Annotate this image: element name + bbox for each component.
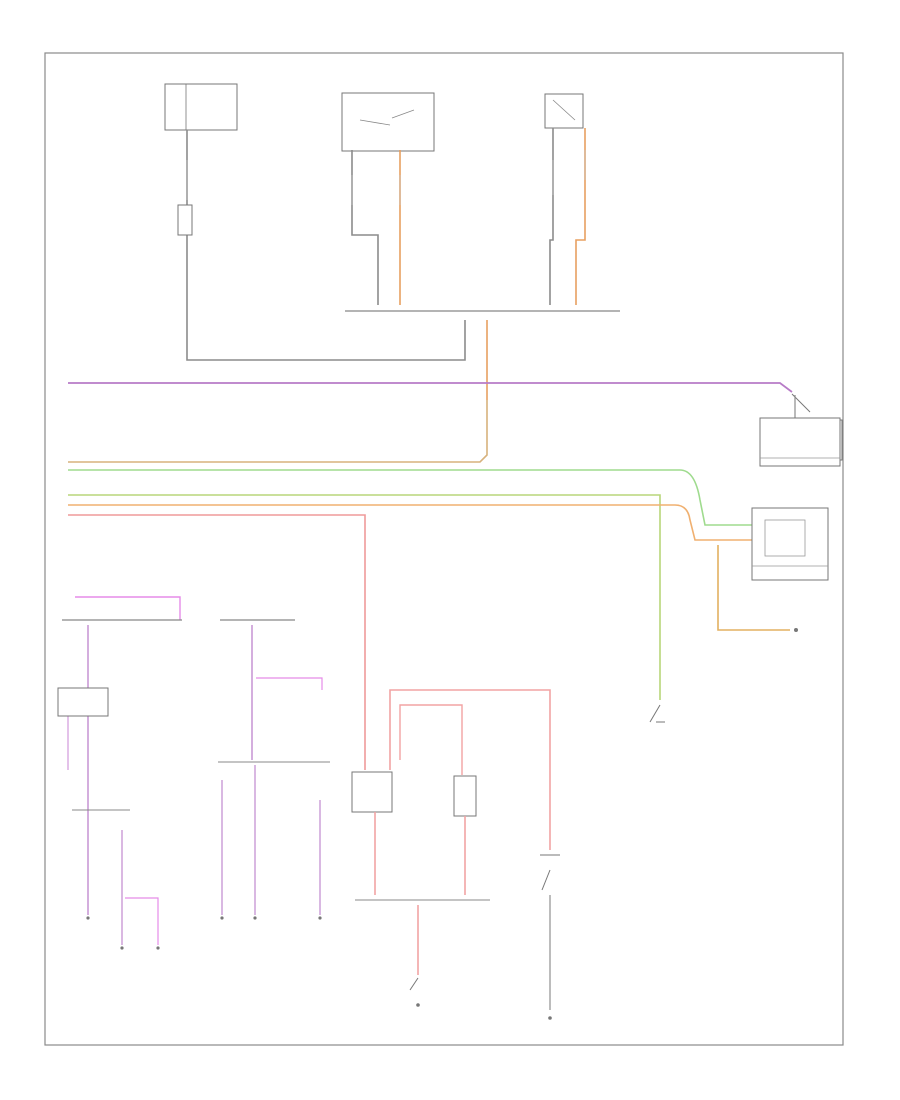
connector-left-mid bbox=[57, 687, 109, 717]
wire-tan-drop bbox=[68, 400, 488, 463]
component-top-right bbox=[544, 93, 584, 129]
switch-green-right bbox=[649, 704, 665, 723]
ground-point-right bbox=[794, 628, 798, 632]
relay-box bbox=[351, 771, 393, 813]
ground-point-bottom-right bbox=[548, 1016, 552, 1020]
component-top-left bbox=[164, 83, 238, 131]
wire-pink-bus bbox=[68, 514, 366, 770]
component-top-center bbox=[341, 92, 435, 152]
wire-violet-bus bbox=[68, 382, 793, 393]
ground-markers-left bbox=[86, 916, 322, 950]
wire-red-loop bbox=[389, 689, 551, 850]
connector-left-small bbox=[177, 204, 193, 236]
wire-green-bus bbox=[68, 469, 752, 526]
wire-violet-left-c bbox=[125, 897, 159, 945]
wire-magenta-top-left bbox=[75, 596, 181, 620]
wire-orange-module-out bbox=[717, 545, 790, 631]
wire-orange-bus bbox=[68, 504, 752, 541]
diagram-border bbox=[44, 52, 844, 1046]
wire-gray-left-vertical bbox=[186, 130, 466, 361]
module-right-upper bbox=[759, 417, 841, 467]
wire-gray-center-a bbox=[351, 150, 379, 305]
module-center bbox=[453, 775, 477, 817]
switch-red-right bbox=[540, 854, 560, 891]
module-right-lower bbox=[751, 507, 829, 581]
wire-code-ticks bbox=[186, 150, 586, 205]
wire-gray-right-a bbox=[549, 128, 554, 305]
wire-magenta-center bbox=[256, 677, 323, 690]
wire-red-inner bbox=[399, 704, 463, 775]
switch-bottom-center bbox=[409, 977, 420, 1007]
wire-yellowgreen-bus bbox=[68, 494, 661, 700]
wire-orange-right-b bbox=[575, 128, 586, 305]
